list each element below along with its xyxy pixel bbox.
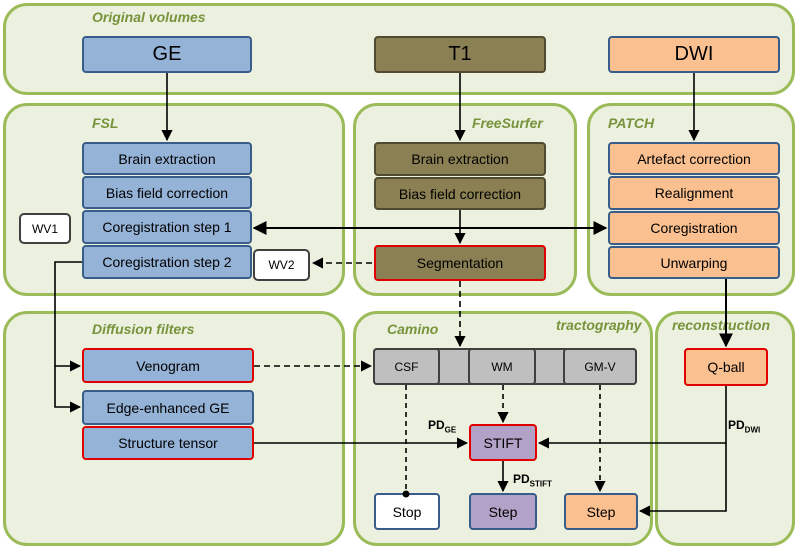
camino-title: Camino bbox=[387, 321, 439, 337]
freesurfer-brain-extraction: Brain extraction bbox=[374, 142, 546, 176]
patch-artefact-correction: Artefact correction bbox=[608, 142, 780, 175]
arrow-qball-to-dwi-step bbox=[638, 443, 727, 517]
q-ball-box: Q-ball bbox=[684, 348, 768, 386]
wm-box: WM bbox=[468, 348, 536, 385]
ge-volume-box: GE bbox=[82, 36, 252, 73]
structure-tensor-box: Structure tensor bbox=[82, 426, 254, 460]
venogram-box: Venogram bbox=[82, 348, 254, 383]
arrow-qball-to-stift bbox=[537, 386, 727, 449]
fsl-brain-extraction: Brain extraction bbox=[82, 142, 252, 175]
original-volumes-title: Original volumes bbox=[92, 9, 206, 25]
fsl-bias-field-correction: Bias field correction bbox=[82, 176, 252, 209]
step-output-stift-box: Step bbox=[469, 493, 537, 530]
fsl-coregistration-step-2: Coregistration step 2 bbox=[82, 245, 252, 279]
stift-box: STIFT bbox=[469, 424, 537, 461]
dwi-volume-box: DWI bbox=[608, 36, 780, 73]
fsl-title: FSL bbox=[92, 115, 119, 131]
pd-dwi-label: PDDWI bbox=[728, 418, 761, 435]
csf-box: CSF bbox=[373, 348, 440, 385]
tractography-title: tractography bbox=[556, 317, 642, 333]
patch-unwarping: Unwarping bbox=[608, 246, 780, 279]
pd-ge-label: PDGE bbox=[428, 418, 457, 435]
freesurfer-bias-field-correction: Bias field correction bbox=[374, 177, 546, 210]
reconstruction-title: reconstruction bbox=[672, 317, 771, 333]
step-output-dwi-box: Step bbox=[564, 493, 638, 530]
pd-stift-label: PDSTIFT bbox=[513, 472, 552, 489]
freesurfer-title: FreeSurfer bbox=[472, 115, 543, 131]
freesurfer-segmentation: Segmentation bbox=[374, 245, 546, 281]
wv1-box: WV1 bbox=[19, 213, 71, 244]
patch-coregistration: Coregistration bbox=[608, 211, 780, 245]
fsl-coregistration-step-1: Coregistration step 1 bbox=[82, 210, 252, 244]
arrow-coreg2-to-filters bbox=[54, 261, 82, 372]
wv2-box: WV2 bbox=[253, 249, 310, 281]
stop-output-box: Stop bbox=[374, 493, 440, 530]
diffusion-filters-title: Diffusion filters bbox=[92, 321, 195, 337]
stop-dot bbox=[402, 490, 410, 498]
patch-title: PATCH bbox=[608, 115, 655, 131]
arrow-coreg2-to-edge bbox=[54, 366, 82, 413]
patch-realignment: Realignment bbox=[608, 176, 780, 210]
edge-enhanced-ge-box: Edge-enhanced GE bbox=[82, 390, 254, 425]
t1-volume-box: T1 bbox=[374, 36, 546, 73]
gm-v-box: GM-V bbox=[563, 348, 637, 385]
